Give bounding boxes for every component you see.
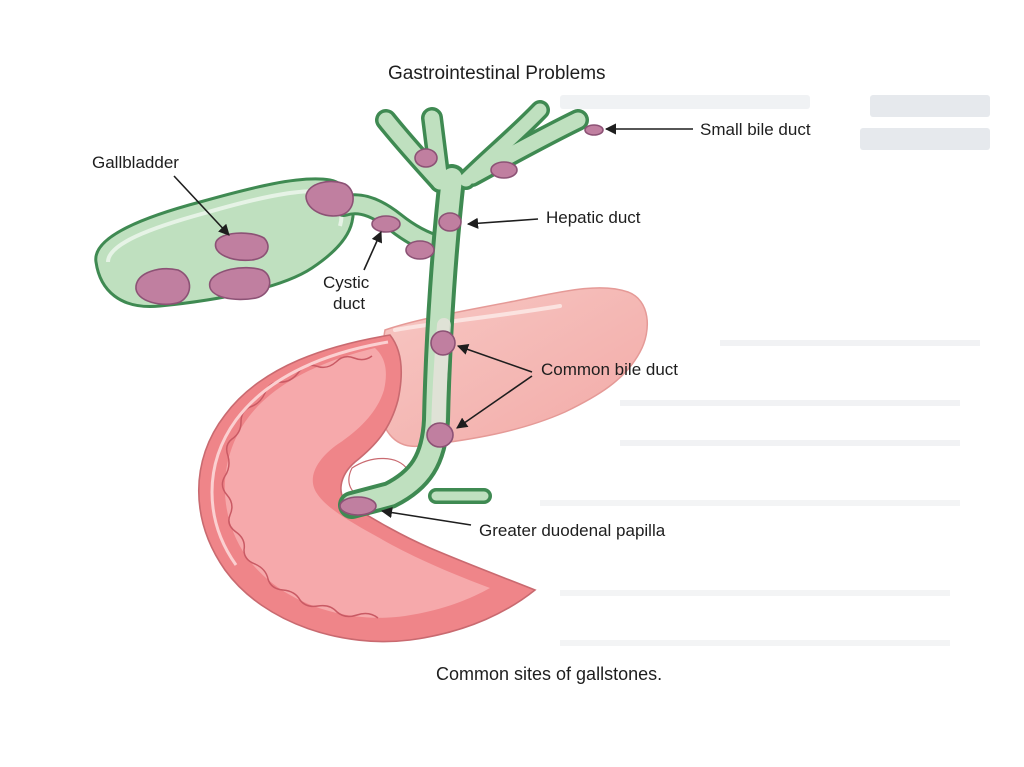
arrow-greater-duodenal-papilla [382, 511, 471, 525]
arrow-hepatic-duct [468, 219, 538, 224]
figure-caption: Common sites of gallstones. [436, 664, 662, 684]
gallstone [340, 497, 376, 515]
gallstone [439, 213, 461, 231]
label-cystic-duct-line1: Cystic [323, 273, 370, 292]
gallstone [415, 149, 437, 167]
gallstone [215, 233, 268, 260]
label-greater-duodenal-papilla: Greater duodenal papilla [479, 521, 666, 540]
label-small-bile-duct: Small bile duct [700, 120, 811, 139]
label-cystic-duct-line2: duct [333, 294, 365, 313]
gallstone [406, 241, 434, 259]
gallstone [431, 331, 455, 355]
gallstone [585, 125, 603, 135]
arrow-cystic-duct [364, 232, 381, 270]
label-common-bile-duct: Common bile duct [541, 360, 678, 379]
label-gallbladder: Gallbladder [92, 153, 179, 172]
gallstone [491, 162, 517, 178]
page-title: Gastrointestinal Problems [388, 63, 606, 84]
gallstone [210, 268, 270, 300]
label-hepatic-duct: Hepatic duct [546, 208, 641, 227]
gallstone [427, 423, 453, 447]
gallstone [372, 216, 400, 232]
gallstone [136, 269, 190, 304]
